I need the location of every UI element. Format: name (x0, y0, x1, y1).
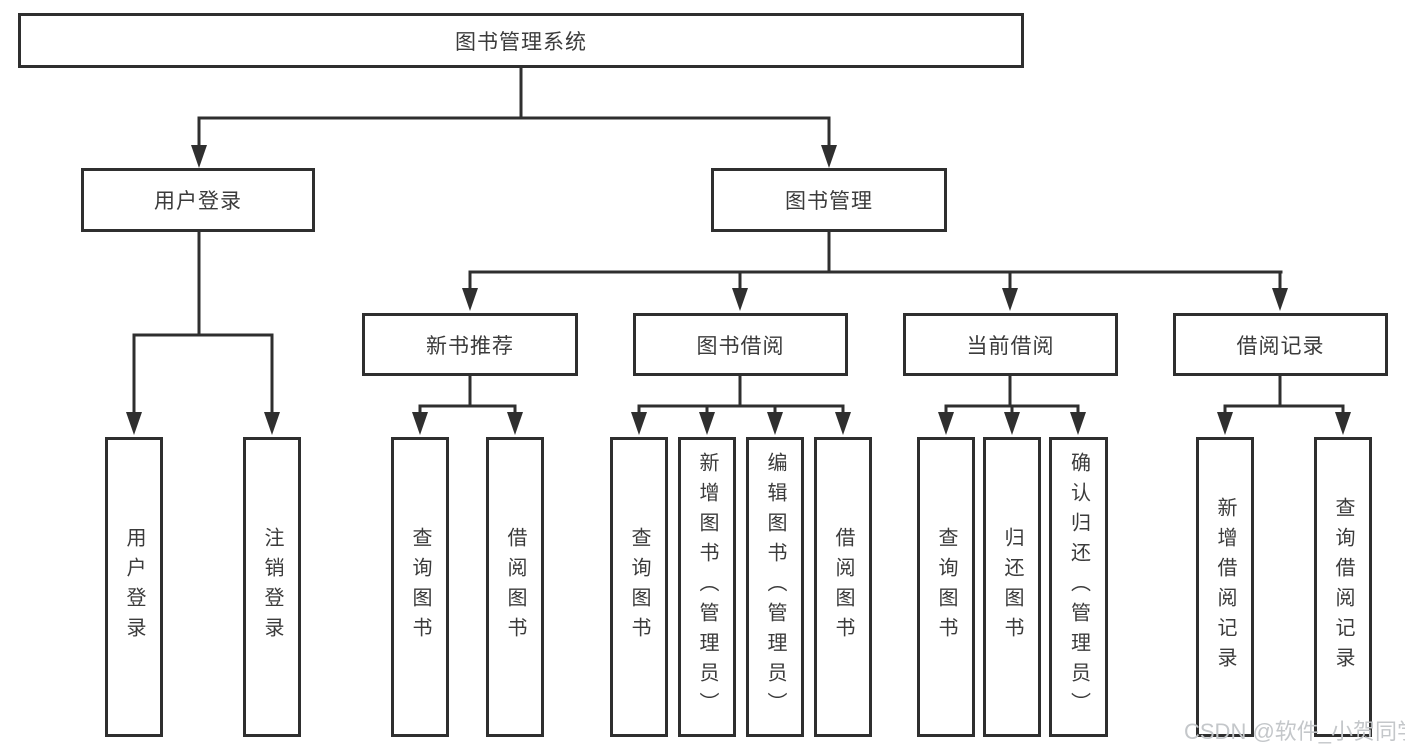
node-borrow-records: 借阅记录 (1173, 313, 1388, 376)
leaf-add-borrow-record: 新增借阅记录 (1196, 437, 1254, 737)
node-label: 当前借阅 (966, 334, 1055, 358)
leaf-add-book-admin: 新增图书（管理员） (678, 437, 736, 737)
node-label: 借阅图书 (504, 527, 526, 647)
node-label: 编辑图书（管理员） (764, 452, 786, 722)
leaf-logout: 注销登录 (243, 437, 301, 737)
node-label: 注销登录 (261, 527, 283, 647)
leaf-query-borrow-record: 查询借阅记录 (1314, 437, 1372, 737)
leaf-borrow-books-borrowing: 借阅图书 (814, 437, 872, 737)
csdn-watermark: CSDN @软件_小贺同学 (1184, 719, 1405, 744)
node-library-management-system: 图书管理系统 (18, 13, 1024, 68)
node-label: 图书管理系统 (455, 30, 587, 54)
node-label: 归还图书 (1001, 527, 1023, 647)
node-current-borrowing: 当前借阅 (903, 313, 1118, 376)
node-label: 查询借阅记录 (1332, 497, 1354, 677)
node-label: 查询图书 (409, 527, 431, 647)
node-book-borrowing: 图书借阅 (633, 313, 848, 376)
node-label: 用户登录 (123, 527, 145, 647)
node-label: 新书推荐 (426, 334, 514, 358)
leaf-query-books-recommend: 查询图书 (391, 437, 449, 737)
node-label: 用户登录 (154, 190, 242, 213)
leaf-query-books-borrowing: 查询图书 (610, 437, 668, 737)
leaf-return-book: 归还图书 (983, 437, 1041, 737)
leaf-confirm-return-admin: 确认归还（管理员） (1049, 437, 1108, 737)
node-label: 新增借阅记录 (1214, 497, 1236, 677)
leaf-edit-book-admin: 编辑图书（管理员） (746, 437, 804, 737)
node-label: 查询图书 (628, 527, 650, 647)
leaf-user-login: 用户登录 (105, 437, 163, 737)
leaf-borrow-books-recommend: 借阅图书 (486, 437, 544, 737)
node-user-login: 用户登录 (81, 168, 315, 232)
node-label: 查询图书 (935, 527, 957, 647)
node-new-book-recommend: 新书推荐 (362, 313, 578, 376)
node-book-management: 图书管理 (711, 168, 947, 232)
node-label: 借阅记录 (1236, 334, 1325, 358)
node-label: 图书管理 (785, 190, 873, 213)
node-label: 新增图书（管理员） (696, 452, 718, 722)
node-label: 确认归还（管理员） (1067, 452, 1090, 722)
leaf-query-books-current: 查询图书 (917, 437, 975, 737)
node-label: 借阅图书 (832, 527, 854, 647)
node-label: 图书借阅 (696, 334, 785, 358)
